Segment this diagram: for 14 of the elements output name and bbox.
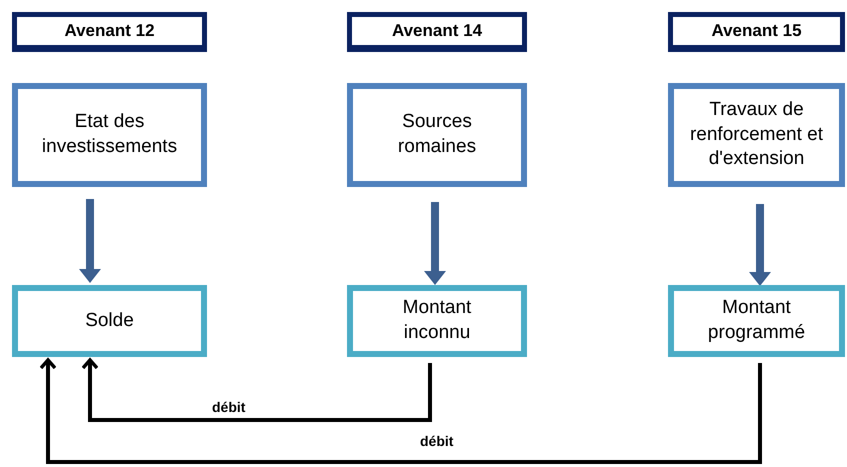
amount-box: Montant programmé bbox=[668, 285, 845, 357]
arrow bbox=[39, 358, 762, 464]
amount-box: Montant inconnu bbox=[347, 285, 527, 357]
arrow bbox=[424, 202, 446, 285]
header-box: Avenant 12 bbox=[12, 12, 207, 52]
process-box: Sources romaines bbox=[347, 83, 527, 187]
header-box: Avenant 14 bbox=[347, 12, 527, 52]
arrow bbox=[79, 199, 101, 283]
header-box: Avenant 15 bbox=[668, 12, 845, 52]
amount-box: Solde bbox=[12, 285, 207, 357]
arrow bbox=[749, 204, 771, 286]
process-box: Travaux de renforcement et d'extension bbox=[668, 83, 845, 187]
arrow bbox=[81, 358, 432, 422]
process-box: Etat des investissements bbox=[12, 83, 207, 187]
